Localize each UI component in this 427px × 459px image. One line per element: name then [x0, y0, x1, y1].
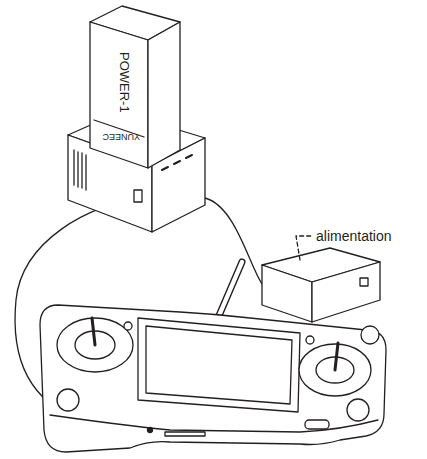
- callout-label: alimentation: [316, 229, 392, 243]
- knob: [361, 326, 379, 344]
- leader-line: [296, 236, 312, 260]
- dpad-left: [57, 389, 79, 411]
- left-gimbal: [57, 318, 133, 372]
- dpad-right: [347, 399, 369, 421]
- charger-port: [134, 190, 142, 202]
- right-stick: [335, 343, 338, 370]
- button: [124, 322, 132, 330]
- card-slot: [165, 432, 205, 436]
- adapter-port: [360, 278, 368, 286]
- screen: [146, 326, 292, 404]
- left-stick: [92, 318, 95, 345]
- battery-front: [90, 22, 148, 168]
- battery-side: [148, 22, 180, 168]
- power-switch: [305, 420, 329, 429]
- adapter-front: [262, 265, 312, 322]
- brand-text: YUNEEC: [102, 132, 140, 141]
- controller-grip-line: [50, 415, 378, 432]
- charger-vents: [74, 150, 86, 190]
- adapter-side: [312, 262, 380, 322]
- controller-body: [40, 305, 386, 452]
- screen-bezel: [138, 318, 300, 412]
- button: [306, 336, 314, 344]
- right-gimbal: [299, 344, 371, 396]
- power-cable: [205, 198, 262, 284]
- battery-model-text: POWER-1: [118, 52, 131, 113]
- usb-port: [148, 428, 153, 433]
